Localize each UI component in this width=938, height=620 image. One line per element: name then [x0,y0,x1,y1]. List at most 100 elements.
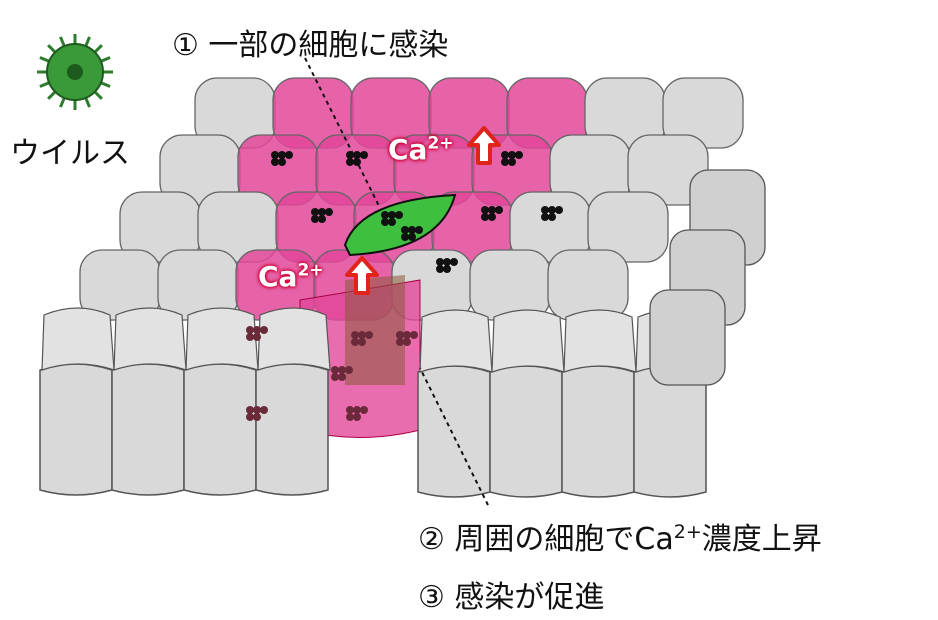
virus-particle [246,413,254,421]
virus-particle [253,333,261,341]
virus-particle [548,206,556,214]
virus-particle [353,413,361,421]
cell [547,249,629,321]
virus-particle [436,265,444,273]
step2-sup: 2+ [673,521,702,543]
front-right-cell [489,365,563,498]
virus-particle [408,233,416,241]
front-left-cell [111,363,185,496]
ca-base: Ca [258,260,298,293]
virus-particle [246,326,254,334]
virus-particle [260,406,268,414]
virus-particle [253,326,261,334]
front-left-cell [39,363,113,496]
virus-particle [318,215,326,223]
ca-sup: 2+ [427,133,454,154]
step2-label: ② 周囲の細胞でCa2+濃度上昇 [418,514,822,558]
virus-particle [443,258,451,266]
virus-particle [508,158,516,166]
virus-particle [271,151,279,159]
virus-particle [338,373,346,381]
virus-particle [443,265,451,273]
virus-particle [403,338,411,346]
virus-particle [555,206,563,214]
virus-particle [365,331,373,339]
virus-particle [338,366,346,374]
virus-particle [358,338,366,346]
virus-particle [396,331,404,339]
virus-particle [278,158,286,166]
virus-icon-core [67,64,83,80]
step1-label: ① 一部の細胞に感染 [172,28,449,63]
virus-particle [246,333,254,341]
virus-particle [408,226,416,234]
virus-particle [381,218,389,226]
virus-particle [501,151,509,159]
side-cell [649,289,726,386]
virus-particle [401,233,409,241]
virus-particle [450,258,458,266]
ca-base: Ca [388,133,428,166]
virus-particle [495,206,503,214]
virus-particle [325,208,333,216]
virus-particle [253,413,261,421]
virus-particle [401,226,409,234]
virus-particle [415,226,423,234]
virus-particle [346,158,354,166]
virus-particle [351,338,359,346]
virus-particle [395,211,403,219]
pointer-line-step2 [419,367,489,506]
virus-particle [353,151,361,159]
step2-suffix: 濃度上昇 [701,522,822,557]
cell [587,191,669,263]
ca-sup: 2+ [297,260,324,281]
calcium-label-top: Ca2+ [388,133,454,166]
virus-particle [346,413,354,421]
virus-particle [285,151,293,159]
virus-particle [253,406,261,414]
virus-particle [488,213,496,221]
virus-particle [410,331,418,339]
virus-particle [388,218,396,226]
virus-particle [318,208,326,216]
virus-particle [345,366,353,374]
infected-green-cell [343,193,457,257]
pointer-line-step1 [304,57,381,209]
front-right-cell [417,365,491,498]
calcium-up-arrow-top [467,126,501,165]
virus-particle [488,206,496,214]
virus-particle [331,373,339,381]
virus-particle [481,206,489,214]
front-right-cell-top [491,309,565,373]
virus-particle [381,211,389,219]
virus-particle [311,215,319,223]
virus-label: ウイルス [10,136,130,171]
calcium-label-left: Ca2+ [258,260,324,293]
front-left-cell [183,363,257,496]
virus-particle [515,151,523,159]
cell [469,249,551,321]
virus-particle [311,208,319,216]
virus-particle [388,211,396,219]
virus-particle [278,151,286,159]
front-left-cell-top [41,307,115,371]
virus-particle [501,158,509,166]
virus-particle [346,406,354,414]
front-left-cell-top [113,307,187,371]
front-left-cell-top [257,307,331,371]
virus-particle [351,331,359,339]
calcium-up-arrow-left [345,256,379,295]
virus-particle [360,151,368,159]
front-left-cell [255,363,329,496]
front-right-cell-top [419,309,493,373]
virus-particle [331,366,339,374]
step3-label: ③ 感染が促進 [418,580,605,615]
virus-particle [481,213,489,221]
step2-prefix: ② 周囲の細胞でCa [418,522,674,557]
virus-particle [360,406,368,414]
virus-particle [403,331,411,339]
virus-particle [260,326,268,334]
virus-particle [271,158,279,166]
virus-particle [353,158,361,166]
